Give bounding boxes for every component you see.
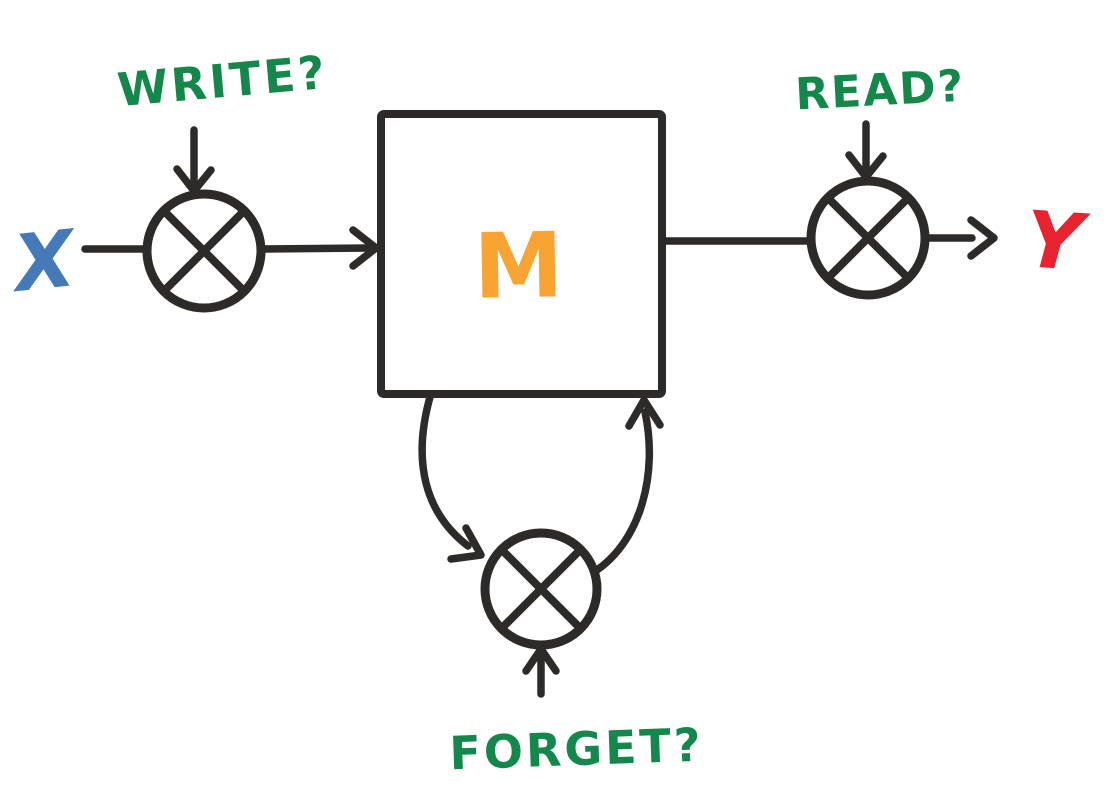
forget-to-memory-curve: [590, 408, 654, 576]
forget-to-memory-arrowhead-icon: [625, 396, 664, 430]
forget-control-arrowhead-icon: [522, 645, 560, 675]
memory-box: [377, 110, 666, 398]
read-gate-x-icon: [824, 194, 912, 282]
write-to-memory-arrowhead-icon: [349, 226, 380, 270]
memory-to-forget-arrowhead-icon: [447, 524, 485, 563]
write-gate-to-memory-line: [259, 244, 374, 253]
memory-to-forget-curve: [418, 393, 472, 550]
write-gate-x-icon: [160, 207, 248, 295]
input-label: X: [6, 214, 83, 311]
forget-gate-x-icon: [498, 546, 584, 632]
read-to-output-arrowhead-icon: [967, 216, 998, 260]
read-label: READ?: [794, 61, 966, 121]
write-label: WRITE?: [115, 45, 330, 117]
output-label: Y: [1023, 195, 1093, 289]
write-control-arrowhead-icon: [173, 165, 215, 195]
memory-label: M: [473, 213, 564, 320]
read-control-arrowhead-icon: [845, 151, 887, 181]
forget-label: FORGET?: [448, 718, 704, 781]
